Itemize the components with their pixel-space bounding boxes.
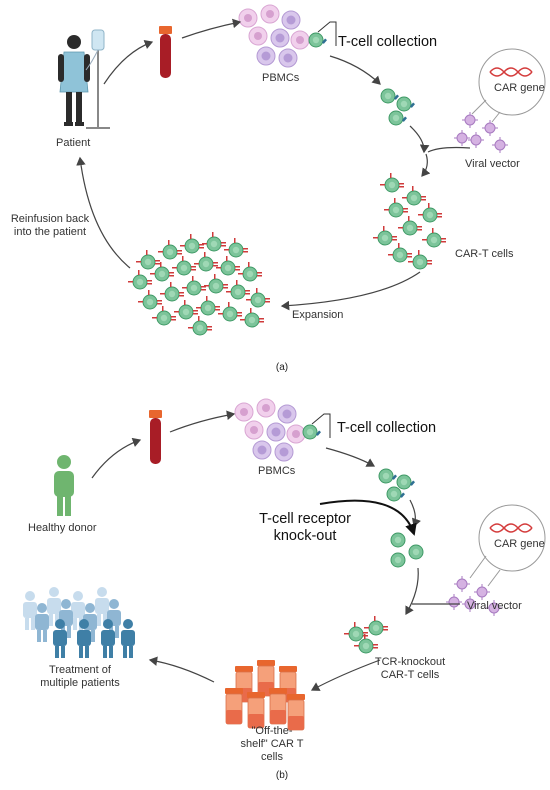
label-patient: Patient (56, 137, 91, 149)
label-tcr-cart-line2: CAR-T cells (380, 669, 440, 681)
label-tcr-cart: TCR-knockout CAR-T cells (370, 656, 450, 682)
label-pbmcs: PBMCs (262, 72, 300, 84)
tcr-cart-cells-group (343, 615, 389, 654)
collected-tcells-b (378, 468, 416, 502)
label-tcr-knockout-line2: knock-out (273, 528, 337, 544)
cart-cells-group (372, 172, 447, 270)
healthy-donor-icon (54, 455, 74, 516)
label-viral-vector: Viral vector (465, 158, 520, 170)
panel-b (23, 398, 546, 731)
label-tcr-knockout: T-cell receptor knock-out (240, 511, 370, 545)
patient-icon (58, 35, 90, 126)
label-offshelf-line1: "Off-the- (251, 725, 293, 737)
pbmc-cluster-icon-b (234, 398, 322, 462)
patients-group-icon (23, 587, 135, 658)
label-car-gene: CAR gene (494, 82, 545, 94)
tcr-knockout-arrow (319, 499, 417, 536)
knockout-tcells (390, 532, 424, 568)
label-treatment-line1: Treatment of (49, 664, 111, 676)
vial-cluster-icon (224, 659, 306, 731)
label-pbmcs-b: PBMCs (258, 465, 296, 477)
label-expansion: Expansion (292, 309, 344, 321)
label-offshelf: "Off-the- shelf" CAR T cells (232, 725, 312, 764)
label-viral-vector-b: Viral vector (467, 600, 522, 612)
arrows-b (91, 410, 460, 691)
label-treatment: Treatment of multiple patients (24, 664, 136, 690)
label-offshelf-line3: cells (260, 751, 283, 763)
label-cart-cells: CAR-T cells (455, 248, 514, 260)
label-tcr-cart-line1: TCR-knockout (374, 656, 446, 668)
collected-tcells (380, 88, 416, 126)
caption-a: (a) (275, 362, 289, 373)
caption-b: (b) (275, 770, 289, 781)
dna-icon-b (489, 523, 533, 533)
label-tcr-knockout-line1: T-cell receptor (259, 511, 351, 527)
expanded-cells-group (127, 231, 271, 336)
pbmc-cluster-icon (238, 4, 328, 68)
panel-a (58, 4, 546, 336)
label-car-gene-b: CAR gene (494, 538, 545, 550)
iv-stand-icon (85, 29, 110, 129)
label-reinfusion-line2: into the patient (13, 226, 87, 238)
label-offshelf-line2: shelf" CAR T (240, 738, 304, 750)
car-gene-bubble (471, 48, 546, 123)
label-treatment-line2: multiple patients (40, 677, 120, 689)
car-gene-bubble-b (469, 504, 546, 587)
label-healthy-donor: Healthy donor (28, 522, 97, 534)
dna-icon (489, 67, 533, 77)
blood-tube-icon-b (149, 410, 162, 464)
label-reinfusion-line1: Reinfusion back (10, 213, 90, 225)
label-tcell-collection-b: T-cell collection (337, 420, 437, 436)
label-reinfusion: Reinfusion back into the patient (4, 213, 96, 239)
blood-tube-icon (159, 26, 172, 78)
arrows-a (76, 18, 471, 311)
label-tcell-collection: T-cell collection (338, 34, 438, 50)
viral-vector-icon (453, 111, 509, 154)
